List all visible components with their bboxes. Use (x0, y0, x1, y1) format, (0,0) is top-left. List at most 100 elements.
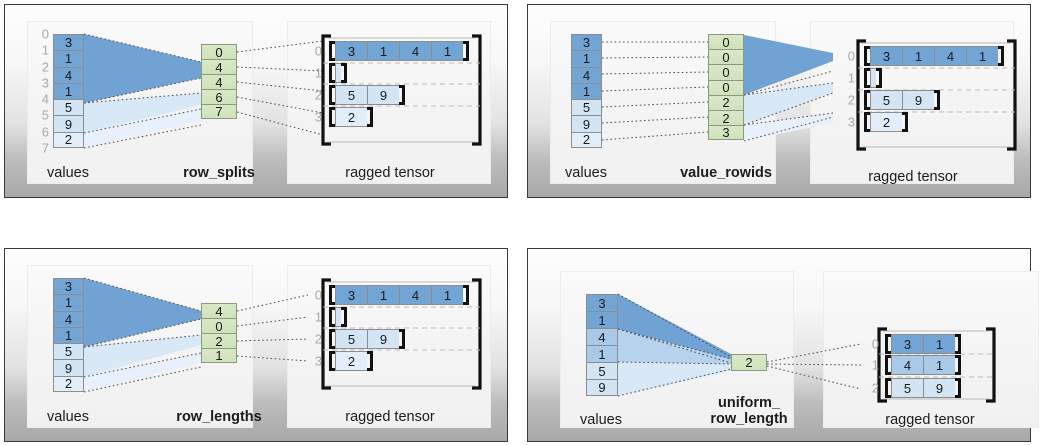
tensor-cell: 1 (431, 41, 463, 61)
tensor-cell: 4 (399, 285, 431, 305)
bracket-close-icon (955, 334, 961, 354)
tensor-cell-empty (870, 68, 876, 88)
encoding-cell: 2 (201, 333, 237, 348)
encoding-cell: 3 (708, 125, 744, 141)
encoding-cell: 0 (708, 79, 744, 95)
tensor-cell: 1 (431, 285, 463, 305)
value-cell: 3 (53, 278, 84, 295)
label-encoding-value-rowids: value_rowids (680, 165, 772, 181)
bracket-open-icon (329, 307, 335, 327)
encoding-cell: 0 (708, 49, 744, 65)
encoding-cell: 4 (201, 59, 237, 74)
bracket-open-icon (885, 355, 891, 375)
table-row: 3 1 4 1 (329, 41, 469, 61)
bracket-open-icon (864, 68, 870, 88)
encoding-stack-value-rowids: 0 0 0 0 2 2 3 (708, 34, 744, 141)
table-row: 3 1 (885, 334, 961, 354)
bracket-close-icon (876, 68, 882, 88)
table-row: 5 9 (329, 329, 405, 349)
encoding-cell: 7 (201, 104, 237, 119)
table-row: 5 9 (885, 378, 961, 398)
value-cell: 4 (53, 310, 84, 327)
bracket-open-icon (885, 334, 891, 354)
panel-row-splits: 0 1 2 3 4 5 6 7 3 1 4 1 5 9 2 0 (4, 4, 508, 198)
value-cell: 9 (571, 115, 602, 132)
value-cell: 1 (571, 50, 602, 67)
tensor-frame-value-rowids (856, 39, 1017, 151)
tensor-cell: 5 (335, 85, 367, 105)
label-encoding-row-lengths: row_lengths (176, 409, 262, 425)
bracket-open-icon (864, 46, 870, 66)
tensor-cell: 4 (399, 41, 431, 61)
bracket-close-icon (367, 107, 373, 127)
bracket-open-icon (329, 329, 335, 349)
label-values-uniform-row-length: values (580, 412, 622, 428)
tensor-cell: 3 (870, 46, 902, 66)
tensor-row-index: 3 (847, 114, 855, 130)
value-cell: 1 (586, 345, 618, 362)
encoding-cell: 4 (201, 303, 237, 318)
tensor-row-index: 0 (871, 336, 879, 352)
bracket-close-icon (399, 329, 405, 349)
table-row: 2 (329, 351, 373, 371)
value-cell: 3 (586, 294, 618, 311)
tensor-cell: 2 (335, 351, 367, 371)
tensor-row-index: 2 (871, 380, 879, 396)
bracket-open-icon (329, 351, 335, 371)
bracket-open-icon (329, 285, 335, 305)
encoding-cell: 2 (731, 354, 767, 371)
encoding-cell: 2 (708, 109, 744, 126)
bracket-close-icon (998, 46, 1004, 66)
encoding-cell: 4 (201, 74, 237, 89)
bracket-close-icon (399, 85, 405, 105)
tensor-row-index: 2 (314, 87, 322, 103)
label-tensor-row-lengths: ragged tensor (345, 409, 435, 425)
value-cell: 2 (571, 131, 602, 149)
bracket-open-icon (329, 41, 335, 61)
tensor-row-index: 2 (847, 92, 855, 108)
encoding-cell: 2 (708, 94, 744, 110)
value-cell: 1 (53, 326, 84, 344)
value-cell: 5 (586, 362, 618, 379)
encoding-cell: 0 (201, 318, 237, 333)
values-stack-uniform-row-length: 3 1 4 1 5 9 (586, 294, 618, 396)
tensor-row-index: 0 (847, 48, 855, 64)
value-cell: 9 (53, 115, 84, 132)
table-row: 2 (329, 107, 373, 127)
panel-row-lengths: 3 1 4 1 5 9 2 4 0 2 1 values row_lengths… (4, 248, 508, 442)
panel-value-rowids: 3 1 4 1 5 9 2 0 0 0 0 2 2 3 values value… (527, 4, 1031, 198)
table-row: 5 9 (864, 90, 940, 110)
tensor-row-index: 0 (314, 43, 322, 59)
value-cell: 5 (53, 99, 84, 116)
tensor-cell: 1 (367, 285, 399, 305)
value-cell: 4 (53, 66, 84, 83)
encoding-cell: 0 (201, 44, 237, 59)
values-gutter-row-splits: 0 1 2 3 4 5 6 7 (41, 26, 49, 156)
tensor-cell: 1 (923, 334, 955, 354)
table-row: 3 1 4 1 (329, 285, 469, 305)
bracket-open-icon (864, 112, 870, 132)
value-cell: 2 (53, 375, 84, 393)
tensor-cell-empty (335, 307, 341, 327)
tensor-cell: 4 (891, 355, 923, 375)
tensor-cell: 9 (367, 85, 399, 105)
tensor-row-index: 1 (847, 70, 855, 86)
tensor-cell: 4 (934, 46, 966, 66)
tensor-cell: 5 (335, 329, 367, 349)
value-cell: 1 (586, 311, 618, 328)
value-cell: 2 (53, 131, 84, 149)
tensor-cell: 3 (891, 334, 923, 354)
tensor-row-index: 2 (314, 331, 322, 347)
tensor-row-index: 1 (314, 309, 322, 325)
label-encoding-row-splits: row_splits (183, 165, 255, 181)
panel-uniform-row-length: 3 1 4 1 5 9 2 values uniform_ row_length… (527, 248, 1039, 442)
label-values-row-lengths: values (47, 409, 89, 425)
value-cell: 1 (53, 82, 84, 100)
label-tensor-row-splits: ragged tensor (345, 165, 435, 181)
tensor-row-index: 1 (314, 65, 322, 81)
label-encoding-uniform-row-length: uniform_ row_length (710, 395, 788, 428)
encoding-cell: 6 (201, 89, 237, 104)
value-cell: 9 (53, 359, 84, 376)
tensor-row-index: 3 (314, 353, 322, 369)
